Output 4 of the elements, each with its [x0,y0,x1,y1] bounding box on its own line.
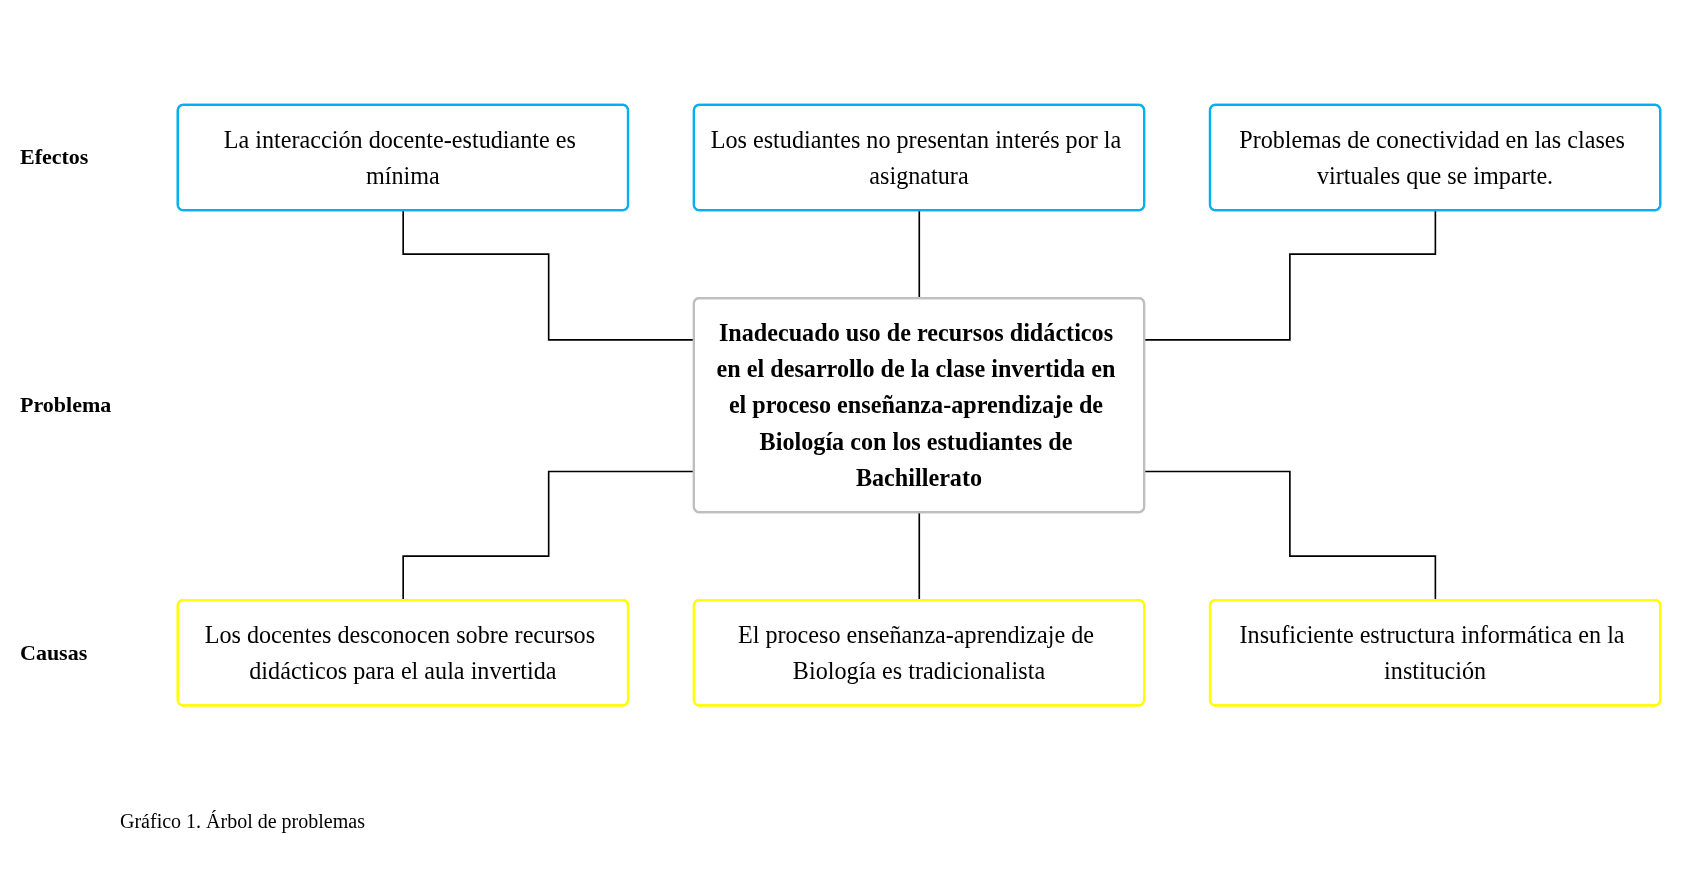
row-label: Problema [20,392,112,418]
row-label: Causas [20,639,88,666]
caption: Gráfico 1. Árbol de problemas [120,810,366,833]
row-label: Efectos [20,144,89,171]
